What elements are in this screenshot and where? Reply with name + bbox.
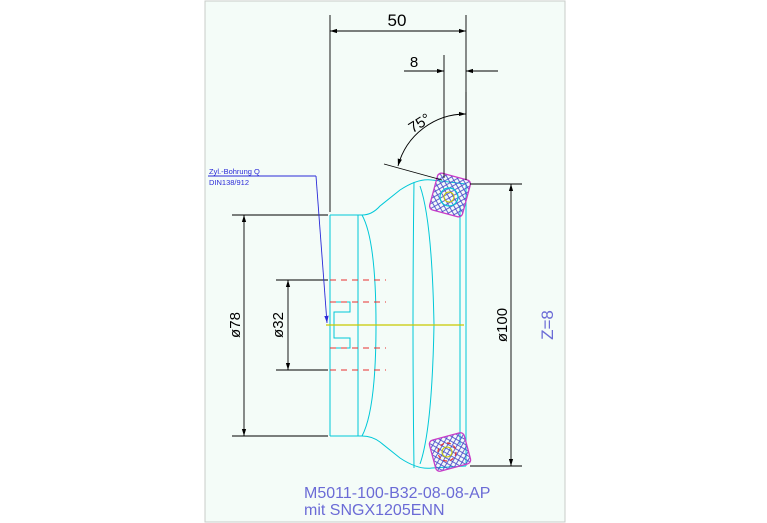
dim-insert-width: 8 (410, 54, 418, 71)
dim-hub-diameter: ø78 (227, 312, 244, 338)
dim-overall-length: 50 (388, 11, 407, 30)
hidden-lines (330, 279, 386, 371)
drawing-frame (204, 0, 566, 523)
dim-cutter-diameter: ø100 (494, 308, 511, 342)
part-number: M5011-100-B32-08-08-AP (304, 485, 490, 502)
bore-note-line2: DIN138/912 (209, 178, 249, 187)
teeth-count: Z=8 (538, 310, 557, 340)
bore-note-leader (208, 175, 329, 324)
dimension-lines (232, 15, 522, 467)
dim-bore-diameter: ø32 (270, 312, 287, 338)
insert-spec: mit SNGX1205ENN (304, 502, 445, 519)
insert-top (428, 172, 472, 218)
insert-bottom (428, 432, 472, 472)
bore-note-line1: Zyl.-Bohrung Q (209, 167, 260, 176)
